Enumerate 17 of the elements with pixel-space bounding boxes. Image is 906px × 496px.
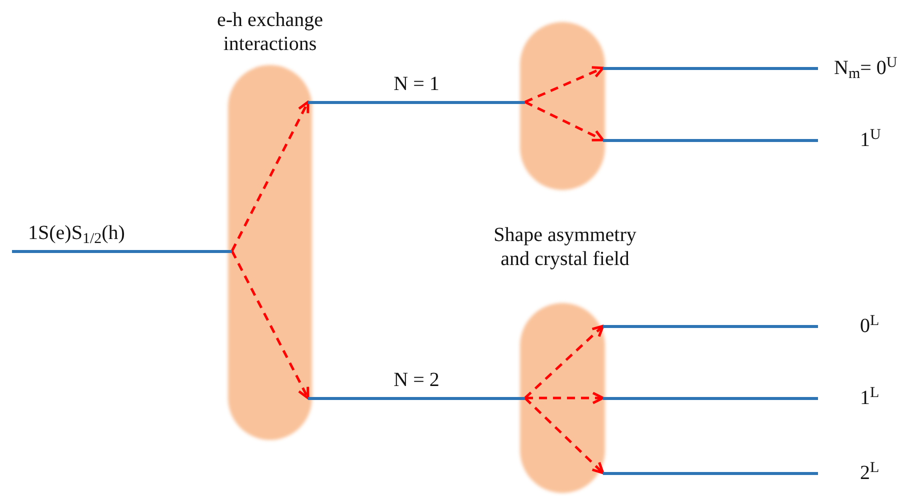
annotation-text: e-h exchange interactions — [216, 8, 324, 56]
level-label: 1$^{U}$ — [860, 126, 881, 153]
level-label: 1$^{L}$ — [860, 384, 880, 411]
annotation-text: Shape asymmetry and crystal field — [492, 223, 638, 271]
level-label: N = 2 — [394, 368, 440, 392]
transition-arrow — [524, 100, 604, 142]
transition-arrow — [230, 100, 310, 252]
level-label: 2$^{L}$ — [860, 459, 880, 486]
level-label: N = 1 — [394, 72, 440, 96]
level-label: 0$^{L}$ — [860, 312, 880, 339]
transition-arrow — [524, 324, 604, 399]
transition-arrow — [524, 397, 604, 474]
level-label: N$_{m}$= 0$^{U}$ — [834, 54, 898, 82]
transition-arrow — [525, 392, 604, 404]
level-label: 1S(e)S$_{1/2}$(h) — [28, 221, 125, 245]
transition-arrow — [230, 250, 310, 400]
transition-arrow — [524, 66, 604, 104]
